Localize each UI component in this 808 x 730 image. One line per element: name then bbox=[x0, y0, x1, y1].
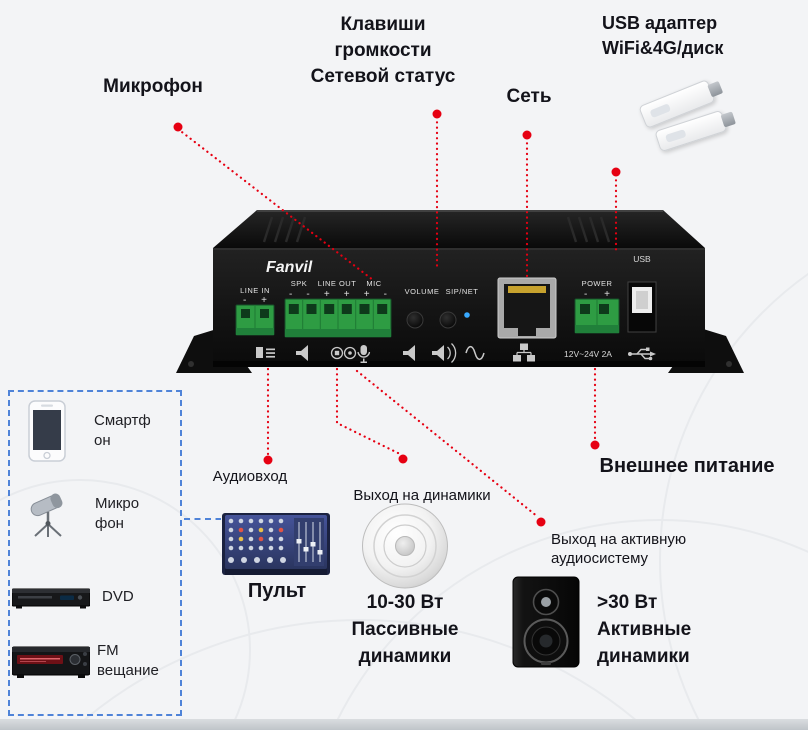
source-item-smartphone: Смартф он bbox=[28, 400, 151, 462]
callout-external-power: Внешнее питание bbox=[599, 455, 775, 477]
speaker-waves-icon bbox=[432, 343, 457, 363]
output-terminal bbox=[284, 298, 392, 338]
passive-line1: 10-30 Вт bbox=[366, 592, 444, 613]
source-label-line1: Смартф bbox=[94, 412, 151, 429]
power-terminal bbox=[574, 298, 620, 334]
bottom-edge-strip bbox=[0, 719, 808, 730]
callout-active-output-line1: Выход на активную bbox=[551, 531, 687, 548]
active-speaker-image bbox=[512, 576, 580, 668]
usb-label: USB bbox=[633, 254, 651, 264]
callout-network: Сеть bbox=[506, 86, 552, 107]
sip-button bbox=[439, 311, 457, 329]
usb-icon bbox=[628, 347, 656, 361]
dongle-logo bbox=[649, 103, 672, 119]
wave-icon bbox=[465, 345, 485, 361]
status-led bbox=[464, 312, 470, 318]
ceiling-speaker-image bbox=[362, 503, 448, 589]
device-top-face bbox=[213, 210, 705, 248]
out-pins: - - + + + - bbox=[289, 289, 387, 300]
speaker-icon bbox=[296, 345, 308, 361]
line-in-label: LINE IN bbox=[240, 286, 270, 295]
source-label: Смартф он bbox=[94, 411, 151, 451]
dongle-logo bbox=[665, 129, 687, 143]
active-line3: динамики bbox=[597, 646, 690, 667]
callout-volume-line2: громкости bbox=[334, 40, 432, 61]
power-rating-label: 12V~24V 2A bbox=[564, 349, 612, 359]
mic-label: MIC bbox=[366, 279, 381, 288]
line-in-terminal bbox=[235, 304, 275, 336]
volume-label: VOLUME bbox=[405, 287, 440, 296]
callout-active-speakers: >30 Вт Активные динамики bbox=[597, 589, 747, 670]
line-in-pins: - + bbox=[243, 295, 267, 306]
line-level-icon bbox=[256, 347, 275, 358]
callout-console: Пульт bbox=[247, 580, 307, 602]
source-label-line1: DVD bbox=[102, 588, 134, 605]
callout-usb-line1: USB адаптер bbox=[602, 13, 718, 33]
callout-usb-line2: WiFi&4G/диск bbox=[602, 38, 724, 58]
source-label-line1: Микро bbox=[95, 495, 140, 512]
source-label: Микро фон bbox=[95, 494, 139, 534]
ethernet-port bbox=[497, 277, 557, 339]
spk-out-icon bbox=[330, 346, 344, 360]
callout-active-output-line2: аудиосистему bbox=[551, 550, 649, 567]
passive-line2: Пассивные bbox=[351, 619, 459, 640]
callout-volume-network: Клавиши громкости Сетевой статус bbox=[294, 12, 472, 90]
source-label: DVD bbox=[102, 587, 134, 607]
source-item-microphone: Микро фон bbox=[18, 490, 139, 538]
callout-speaker-output: Выход на динамики bbox=[353, 487, 491, 504]
volume-button bbox=[406, 311, 424, 329]
network-icon bbox=[513, 343, 535, 362]
smartphone-icon bbox=[28, 400, 66, 462]
passive-line3: динамики bbox=[358, 646, 452, 667]
audio-sources-box bbox=[8, 390, 182, 716]
callout-usb-adapter: USB адаптер WiFi&4G/диск bbox=[602, 11, 794, 61]
callout-network-status: Сетевой статус bbox=[310, 66, 456, 87]
callout-microphone: Микрофон bbox=[103, 76, 203, 97]
usb-port bbox=[627, 281, 657, 333]
active-line1: >30 Вт bbox=[597, 592, 658, 613]
callout-passive-speakers: 10-30 Вт Пассивные динамики bbox=[327, 589, 483, 670]
brand-logo: Fanvil bbox=[266, 259, 313, 276]
panel-icon-strip: 12V~24V 2A bbox=[256, 343, 656, 363]
speaker-icon-2 bbox=[403, 345, 415, 361]
line-out-label: LINE OUT bbox=[318, 279, 357, 288]
mixer-image bbox=[222, 513, 330, 575]
source-label-line1: FM bbox=[97, 642, 119, 659]
sip-net-label: SIP/NET bbox=[446, 287, 479, 296]
source-label-line2: фон bbox=[95, 515, 124, 532]
power-label: POWER bbox=[582, 279, 613, 288]
studio-microphone-icon bbox=[30, 493, 63, 537]
paging-gateway-device: Fanvil LINE IN - + SPK LINE OUT MIC - - … bbox=[176, 210, 744, 373]
fm-receiver-icon bbox=[12, 646, 90, 678]
callout-volume-line1: Клавиши bbox=[340, 14, 426, 35]
mic-in-icon bbox=[343, 346, 357, 360]
source-label-line2: вещание bbox=[97, 662, 159, 679]
source-item-fm: FM вещание bbox=[12, 640, 159, 682]
source-item-dvd: DVD bbox=[12, 584, 134, 610]
callout-active-output: Выход на активную аудиосистему bbox=[551, 530, 731, 568]
power-pins: - + bbox=[584, 289, 610, 300]
source-label-line2: он bbox=[94, 432, 111, 449]
callout-audio-input: Аудиовход bbox=[212, 468, 288, 485]
dvd-player-icon bbox=[12, 588, 90, 609]
spk-label: SPK bbox=[291, 279, 308, 288]
source-label: FM вещание bbox=[97, 641, 159, 681]
active-line2: Активные bbox=[597, 619, 692, 640]
microphone-icon bbox=[357, 345, 371, 363]
